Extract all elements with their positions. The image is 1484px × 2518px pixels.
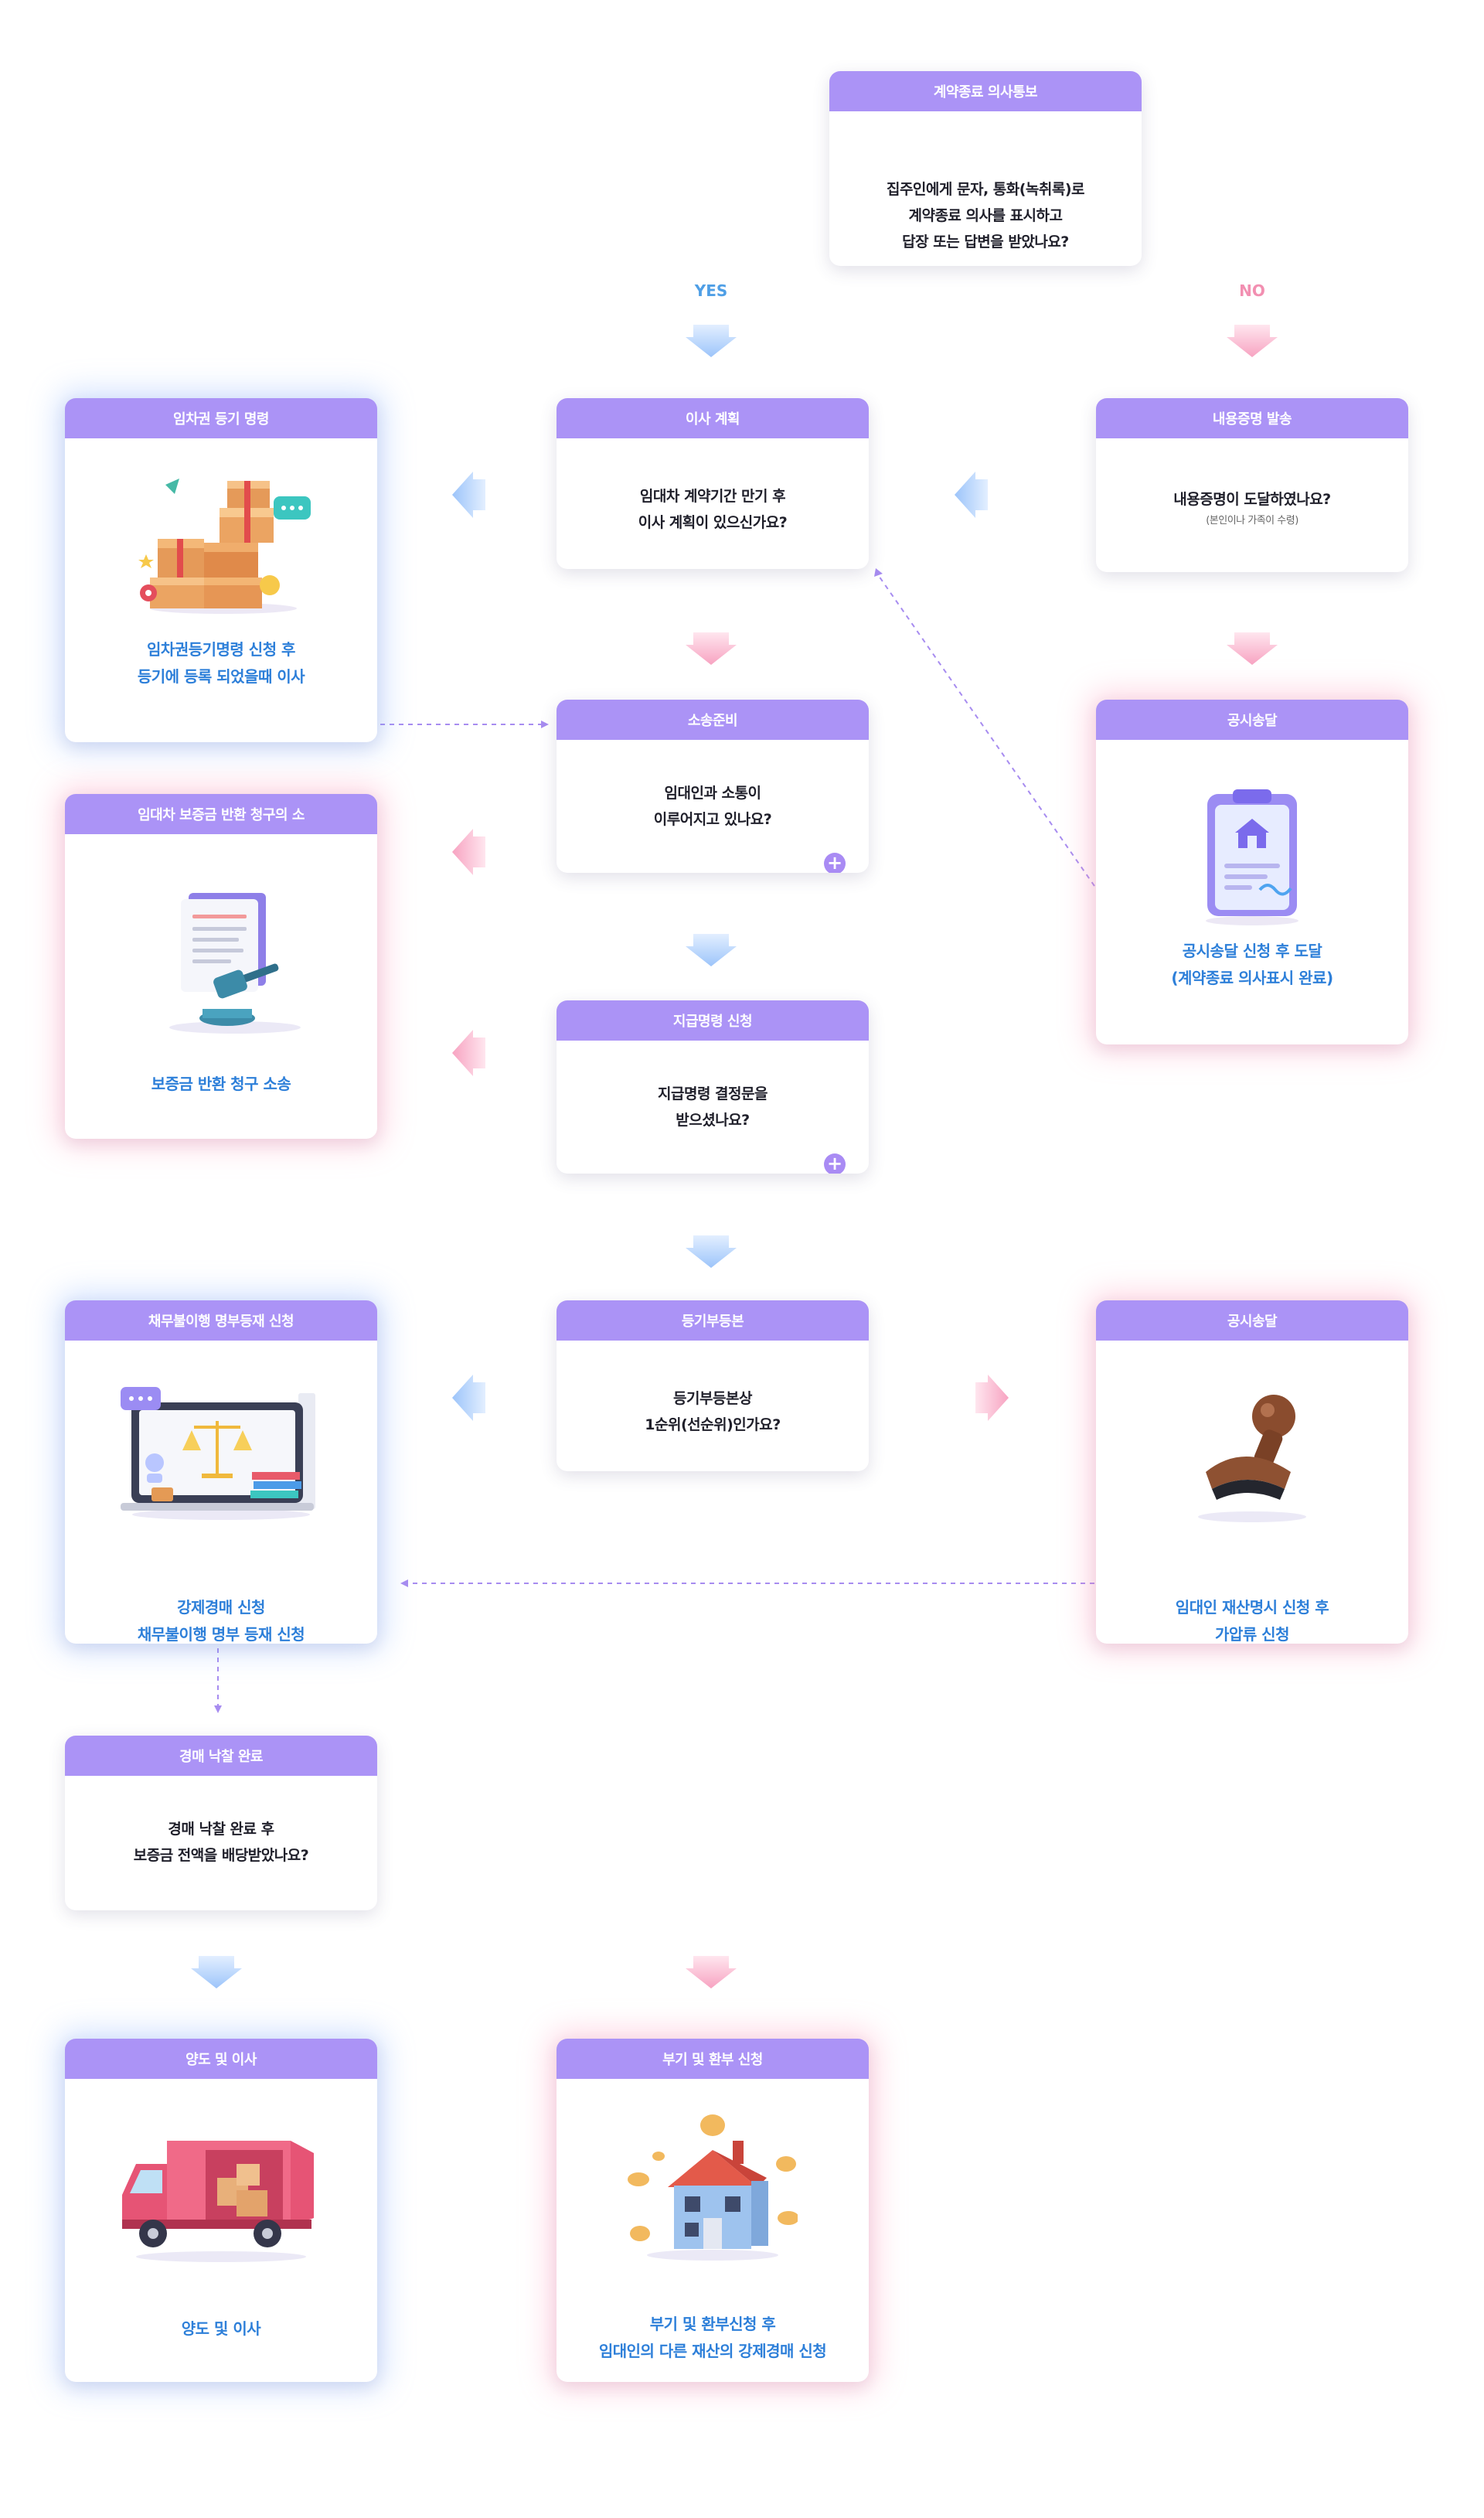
connector-arrowhead bbox=[874, 568, 883, 577]
card-title: 양도 및 이사 bbox=[65, 2039, 377, 2079]
card-result: 보증금 반환 청구 소송 bbox=[151, 1075, 291, 1093]
truck-icon bbox=[122, 2141, 314, 2262]
card-title: 임대차 보증금 반환 청구의 소 bbox=[65, 794, 377, 834]
card-title: 소송준비 bbox=[556, 700, 869, 740]
laptop-scales-icon bbox=[121, 1387, 315, 1520]
expand-plus-icon[interactable]: + bbox=[824, 1153, 846, 1174]
boxes-icon bbox=[138, 479, 311, 614]
card-title: 공시송달 bbox=[1096, 1300, 1408, 1341]
no-label: NO bbox=[1239, 281, 1265, 300]
arrow-down-blue bbox=[686, 1235, 737, 1268]
card-result: 공시송달 신청 후 도달(계약종료 의사표시 완료) bbox=[1171, 942, 1333, 987]
arrow-left-blue bbox=[955, 472, 988, 518]
card-title: 임차권 등기 명령 bbox=[65, 398, 377, 438]
arrow-left-pink bbox=[452, 829, 485, 875]
arrow-down-pink bbox=[686, 1956, 737, 1988]
card-title: 이사 계획 bbox=[556, 398, 869, 438]
arrow-down-blue bbox=[686, 934, 737, 966]
clipboard-house-icon bbox=[1206, 789, 1298, 925]
card-title: 내용증명 발송 bbox=[1096, 398, 1408, 438]
connector-arrowhead bbox=[400, 1579, 408, 1587]
arrow-down-blue bbox=[686, 325, 737, 357]
arrow-left-pink bbox=[452, 1030, 485, 1076]
card-title: 계약종료 의사통보 bbox=[829, 71, 1142, 111]
card-public-notice[interactable]: 공시송달 공시송달 신청 후 도달(계약종료 의사표시 완료) bbox=[1096, 700, 1408, 1044]
arrow-left-blue bbox=[452, 472, 485, 518]
card-title: 경매 낙찰 완료 bbox=[65, 1736, 377, 1776]
expand-plus-icon[interactable]: + bbox=[824, 853, 846, 873]
card-title: 지급명령 신청 bbox=[556, 1000, 869, 1041]
card-deposit-suit[interactable]: 임대차 보증금 반환 청구의 소 보증금 반환 청구 소송 bbox=[65, 794, 377, 1139]
arrow-down-pink bbox=[1227, 325, 1278, 357]
card-title: 공시송달 bbox=[1096, 700, 1408, 740]
connector-arrowhead bbox=[214, 1705, 222, 1713]
arrow-right-pink bbox=[975, 1375, 1009, 1421]
card-result: 양도 및 이사 bbox=[181, 2319, 261, 2338]
arrow-down-pink bbox=[1227, 632, 1278, 665]
stamp-icon bbox=[1198, 1395, 1306, 1522]
card-transfer[interactable]: 양도 및 이사 양도 및 이사 bbox=[65, 2039, 377, 2382]
gavel-icon bbox=[169, 893, 301, 1034]
arrow-left-blue bbox=[452, 1375, 485, 1421]
house-coins-icon bbox=[628, 2114, 798, 2261]
dashed-connector bbox=[878, 575, 1095, 887]
card-question: 내용증명이 도달하였나요?(본인이나 가족이 수령) bbox=[1173, 491, 1331, 526]
card-title: 부기 및 환부 신청 bbox=[556, 2039, 869, 2079]
card-title: 등기부등본 bbox=[556, 1300, 869, 1341]
yes-label: YES bbox=[694, 281, 728, 300]
arrow-down-pink bbox=[686, 632, 737, 665]
card-title: 채무불이행 명부등재 신청 bbox=[65, 1300, 377, 1341]
card-certified-mail[interactable]: 내용증명 발송 내용증명이 도달하였나요?(본인이나 가족이 수령) + bbox=[1096, 398, 1408, 572]
connector-arrowhead bbox=[541, 721, 549, 728]
arrow-down-blue bbox=[191, 1956, 242, 1988]
